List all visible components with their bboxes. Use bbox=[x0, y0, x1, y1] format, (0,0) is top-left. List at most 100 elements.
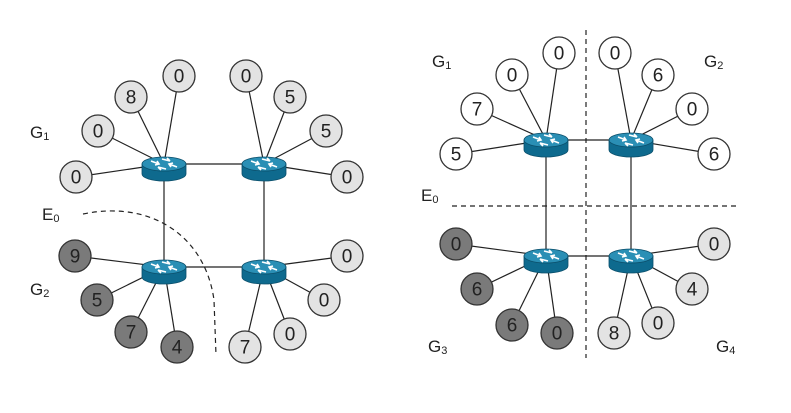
right-router-bottom-right-icon bbox=[608, 248, 654, 274]
node-r-tr-4: 6 bbox=[697, 137, 731, 171]
node-value: 5 bbox=[92, 291, 103, 312]
right-router-bottom-left-icon bbox=[523, 248, 569, 274]
node-value: 7 bbox=[240, 338, 251, 359]
left-label-e0: E0 bbox=[42, 205, 59, 225]
node-value: 0 bbox=[241, 67, 252, 88]
node-l-tl-2: 0 bbox=[81, 114, 115, 148]
node-value: 5 bbox=[451, 145, 462, 166]
node-value: 0 bbox=[653, 314, 664, 335]
node-circle bbox=[160, 330, 194, 364]
right-label-g3: G3 bbox=[428, 337, 447, 357]
node-value: 9 bbox=[70, 247, 81, 268]
node-value: 7 bbox=[472, 100, 483, 121]
right-router-top-left-icon bbox=[523, 132, 569, 158]
node-value: 0 bbox=[319, 291, 330, 312]
left-router-bottom-left-icon bbox=[141, 259, 187, 285]
node-circle bbox=[228, 330, 262, 364]
node-r-tr-2: 6 bbox=[641, 58, 675, 92]
node-l-bl-1: 9 bbox=[58, 239, 92, 273]
dashed-separators bbox=[82, 30, 738, 358]
node-value: 0 bbox=[174, 67, 185, 88]
node-circle bbox=[59, 160, 93, 194]
node-circle bbox=[307, 283, 341, 317]
node-circle bbox=[80, 283, 114, 317]
node-circle bbox=[162, 59, 196, 93]
node-circle bbox=[81, 114, 115, 148]
node-circle bbox=[330, 239, 364, 273]
node-l-tr-3: 5 bbox=[309, 114, 343, 148]
node-l-br-2: 0 bbox=[307, 283, 341, 317]
node-circle bbox=[495, 58, 529, 92]
right-label-g1: G1 bbox=[432, 52, 451, 72]
node-value: 6 bbox=[709, 145, 720, 166]
node-circle bbox=[439, 227, 473, 261]
node-l-br-4: 7 bbox=[228, 330, 262, 364]
node-value: 6 bbox=[653, 66, 664, 87]
node-r-br-3: 0 bbox=[641, 306, 675, 340]
node-value: 6 bbox=[472, 280, 483, 301]
node-value: 0 bbox=[709, 235, 720, 256]
node-circle bbox=[495, 308, 529, 342]
node-circle bbox=[330, 160, 364, 194]
node-circle bbox=[273, 317, 307, 351]
node-circle bbox=[460, 92, 494, 126]
node-value: 0 bbox=[285, 325, 296, 346]
node-circle bbox=[540, 316, 574, 350]
node-value: 0 bbox=[552, 324, 563, 345]
node-value: 0 bbox=[687, 100, 698, 121]
node-value: 0 bbox=[93, 122, 104, 143]
node-value: 7 bbox=[126, 323, 137, 344]
left-label-g1: G1 bbox=[30, 123, 49, 143]
node-r-br-1: 0 bbox=[697, 227, 731, 261]
left-label-g2: G2 bbox=[30, 280, 49, 300]
node-circle bbox=[114, 315, 148, 349]
node-circle bbox=[309, 114, 343, 148]
node-circle bbox=[229, 59, 263, 93]
node-circle bbox=[598, 36, 632, 70]
node-circle bbox=[675, 92, 709, 126]
node-l-tl-1: 0 bbox=[59, 160, 93, 194]
node-value: 0 bbox=[507, 66, 518, 87]
node-r-tl-3: 0 bbox=[495, 58, 529, 92]
right-label-g4: G4 bbox=[716, 337, 735, 357]
left-router-bottom-right-icon bbox=[241, 259, 287, 285]
node-value: 0 bbox=[451, 235, 462, 256]
node-value: 8 bbox=[609, 324, 620, 345]
routers bbox=[141, 132, 654, 285]
node-r-bl-2: 6 bbox=[460, 272, 494, 306]
left-router-top-right-icon bbox=[241, 156, 287, 182]
node-r-bl-3: 6 bbox=[495, 308, 529, 342]
node-r-bl-1: 0 bbox=[439, 227, 473, 261]
node-r-br-4: 8 bbox=[597, 316, 631, 350]
node-l-br-3: 0 bbox=[273, 317, 307, 351]
node-value: 4 bbox=[687, 280, 698, 301]
node-l-bl-2: 5 bbox=[80, 283, 114, 317]
node-l-tl-3: 8 bbox=[114, 80, 148, 114]
node-r-tl-1: 5 bbox=[439, 137, 473, 171]
node-value: 5 bbox=[321, 122, 332, 143]
node-l-tr-2: 5 bbox=[273, 80, 307, 114]
node-circle bbox=[273, 80, 307, 114]
node-value: 8 bbox=[126, 88, 137, 109]
node-circle bbox=[641, 58, 675, 92]
node-circle bbox=[597, 316, 631, 350]
node-l-br-1: 0 bbox=[330, 239, 364, 273]
node-circle bbox=[675, 272, 709, 306]
node-circle bbox=[439, 137, 473, 171]
links bbox=[74, 52, 715, 348]
node-l-tr-1: 0 bbox=[229, 59, 263, 93]
right-label-g2: G2 bbox=[704, 52, 723, 72]
node-value: 4 bbox=[172, 338, 183, 359]
node-circle bbox=[697, 137, 731, 171]
node-r-tl-2: 7 bbox=[460, 92, 494, 126]
node-circle bbox=[114, 80, 148, 114]
node-value: 6 bbox=[507, 316, 518, 337]
left-e0-dashed-boundary bbox=[82, 210, 217, 356]
node-r-tr-3: 0 bbox=[675, 92, 709, 126]
node-l-bl-3: 7 bbox=[114, 315, 148, 349]
right-label-e0: E0 bbox=[421, 186, 438, 206]
